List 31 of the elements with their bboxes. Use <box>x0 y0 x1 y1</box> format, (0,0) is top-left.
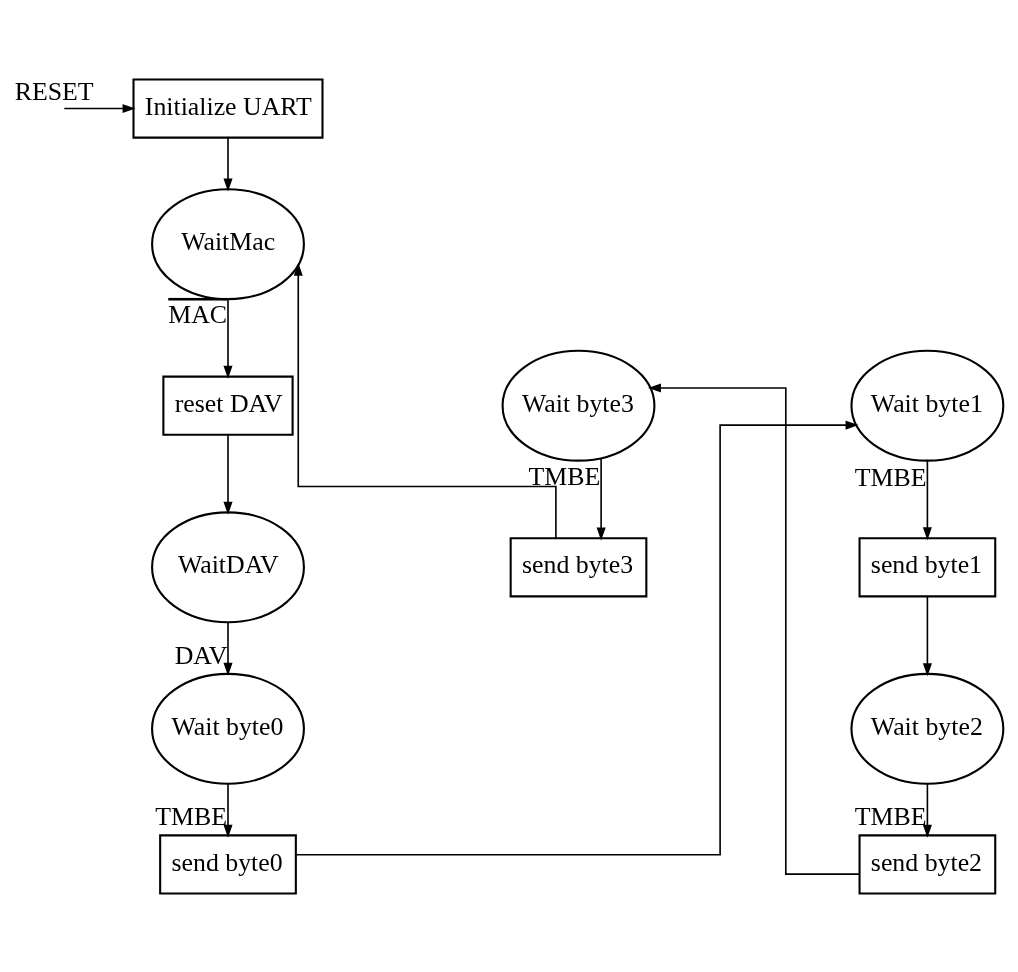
node-box: send byte0 <box>159 833 297 895</box>
node-ellipse: WaitDAV <box>151 510 305 623</box>
edge-label: TMBE <box>854 462 927 492</box>
edge-label: MAC <box>168 299 228 329</box>
node-ellipse: Wait byte0 <box>151 672 305 785</box>
edge-label: TMBE <box>854 801 927 831</box>
node-ellipse: Wait byte1 <box>850 349 1005 462</box>
arrow <box>223 298 233 379</box>
arrow <box>922 595 932 676</box>
node-box: reset DAV <box>162 375 294 436</box>
arrow <box>647 382 861 875</box>
arrow <box>922 782 932 838</box>
arrow <box>223 621 233 676</box>
edge-label: TMBE <box>155 801 228 831</box>
node-box: Initialize UART <box>132 77 324 139</box>
edge-label: DAV <box>174 640 228 670</box>
node-box: send byte3 <box>509 536 648 597</box>
arrow <box>223 782 233 838</box>
node-ellipse: Wait byte2 <box>850 672 1005 785</box>
arrow <box>293 262 557 539</box>
arrow <box>596 456 606 541</box>
edge-label: RESET <box>14 76 94 106</box>
arrow <box>223 136 233 192</box>
arrow <box>922 459 932 540</box>
node-box: send byte2 <box>858 833 997 895</box>
arrow <box>63 103 136 113</box>
node-ellipse: Wait byte3 <box>501 349 656 462</box>
edge-label: TMBE <box>528 461 601 491</box>
arrow <box>295 420 859 856</box>
node-box: send byte1 <box>858 536 997 597</box>
arrow <box>223 434 233 515</box>
